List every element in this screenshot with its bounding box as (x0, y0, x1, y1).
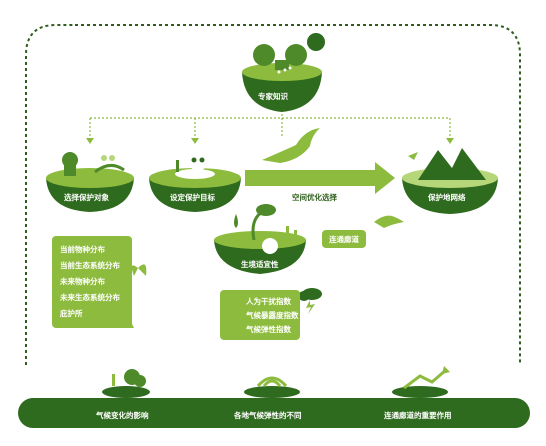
bottom-icon-climate-resilience (244, 376, 300, 398)
target-item-3: 未来生态系统分布 (60, 293, 120, 302)
label-corridor-importance: 连通廊道的重要作用 (384, 411, 452, 420)
storm-cloud-icon (298, 288, 322, 314)
connector-lines (89, 110, 451, 140)
bird-icon (374, 215, 404, 228)
label-set-goals: 设定保护目标 (170, 193, 215, 202)
target-item-4: 庇护所 (60, 309, 83, 318)
label-spatial-selection: 空间优化选择 (292, 193, 337, 202)
corridor-label: 连通廊道 (329, 235, 359, 244)
connector-arrows (86, 138, 454, 144)
node-expert-knowledge (242, 33, 325, 112)
label-select-targets: 选择保护对象 (64, 193, 109, 202)
node-select-targets (46, 152, 134, 212)
bottom-icon-climate-impact (102, 369, 150, 398)
bottom-banner (18, 398, 530, 428)
label-protected-network: 保护地网络 (428, 193, 466, 202)
index-item-1: 气候暴露度指数 (246, 311, 299, 320)
label-expert-knowledge: 专家知识 (258, 92, 288, 101)
dashed-frame (25, 24, 521, 365)
target-item-2: 未来物种分布 (60, 277, 105, 286)
target-item-1: 当前生态系统分布 (60, 261, 120, 270)
indices-card: 人为干扰指数 气候暴露度指数 气候弹性指数 (220, 290, 300, 340)
crane-icon (262, 128, 320, 163)
bottom-icon-corridor (392, 366, 450, 398)
target-list-card: 当前物种分布 当前生态系统分布 未来物种分布 未来生态系统分布 庇护所 (52, 236, 132, 328)
corridor-card: 连通廊道 (322, 230, 366, 248)
label-habitat-suitability: 生境适宜性 (241, 260, 279, 269)
main-arrow (245, 162, 395, 194)
index-item-2: 气候弹性指数 (246, 325, 291, 334)
node-protected-network (402, 148, 498, 214)
butterfly-icon (131, 264, 147, 276)
node-set-goals (149, 153, 241, 212)
target-item-0: 当前物种分布 (60, 245, 105, 254)
index-item-0: 人为干扰指数 (246, 297, 291, 306)
label-climate-resilience: 各地气候弹性的不同 (234, 411, 302, 420)
label-climate-impact: 气候变化的影响 (96, 411, 149, 420)
node-habitat-suitability (214, 204, 306, 274)
